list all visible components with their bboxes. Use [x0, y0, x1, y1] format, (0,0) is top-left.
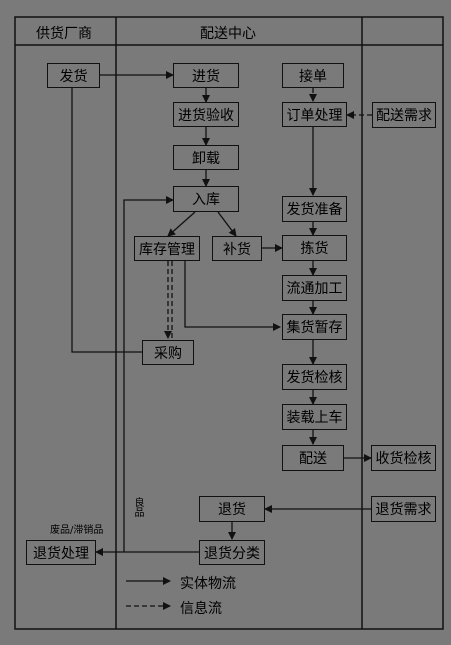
arrow-kucun-jihuo	[184, 261, 281, 331]
arrow-fenlei-ruku	[123, 196, 174, 552]
lane-title-center: 配送中心	[200, 26, 256, 42]
node-dingdan-chuli: 订单处理	[282, 102, 347, 127]
node-shouhuo-jianhe: 收货检核	[371, 445, 436, 471]
node-jianhuo: 拣货	[282, 235, 347, 261]
node-jinhuo-yanshou: 进货验收	[173, 102, 239, 127]
node-tuihuo-chuli: 退货处理	[26, 540, 96, 565]
arrow-ruku-buhuo	[217, 211, 237, 237]
legend-physical-label: 实体物流	[180, 576, 236, 592]
annotation-defective: 废品/滞销品	[50, 525, 104, 536]
node-tuihuo-fenlei: 退货分类	[199, 540, 265, 565]
node-fahuo: 发货	[47, 63, 100, 88]
node-buhuo: 补货	[212, 236, 262, 261]
node-zhuangzai-shangche: 装载上车	[282, 404, 347, 430]
node-fahuo-jianhe: 发货检核	[282, 364, 347, 390]
legend-information-label: 信息流	[180, 601, 222, 617]
outer-frame	[14, 16, 444, 630]
node-tuihuo-xuqiu: 退货需求	[371, 496, 436, 522]
node-jinhuo: 进货	[173, 63, 239, 88]
node-xiezai: 卸载	[173, 145, 239, 170]
annotation-good: 良品	[132, 497, 143, 517]
node-fahuo-zhunbei: 发货准备	[282, 196, 347, 222]
node-kucun-guanli: 库存管理	[134, 236, 200, 261]
node-jihuo-zancun: 集货暂存	[282, 314, 347, 340]
node-caigou: 采购	[142, 340, 194, 365]
node-jiedan: 接单	[282, 63, 344, 88]
line-fahuo-caigou	[71, 88, 142, 353]
node-tuihuo: 退货	[199, 496, 265, 522]
node-ruku: 入库	[173, 186, 239, 212]
node-peisong-xuqiu: 配送需求	[372, 102, 436, 128]
node-liutong-jiagong: 流通加工	[282, 275, 347, 301]
node-peisong: 配送	[282, 445, 344, 471]
arrow-ruku-kucun	[167, 211, 196, 237]
lane-title-supplier: 供货厂商	[36, 26, 92, 42]
